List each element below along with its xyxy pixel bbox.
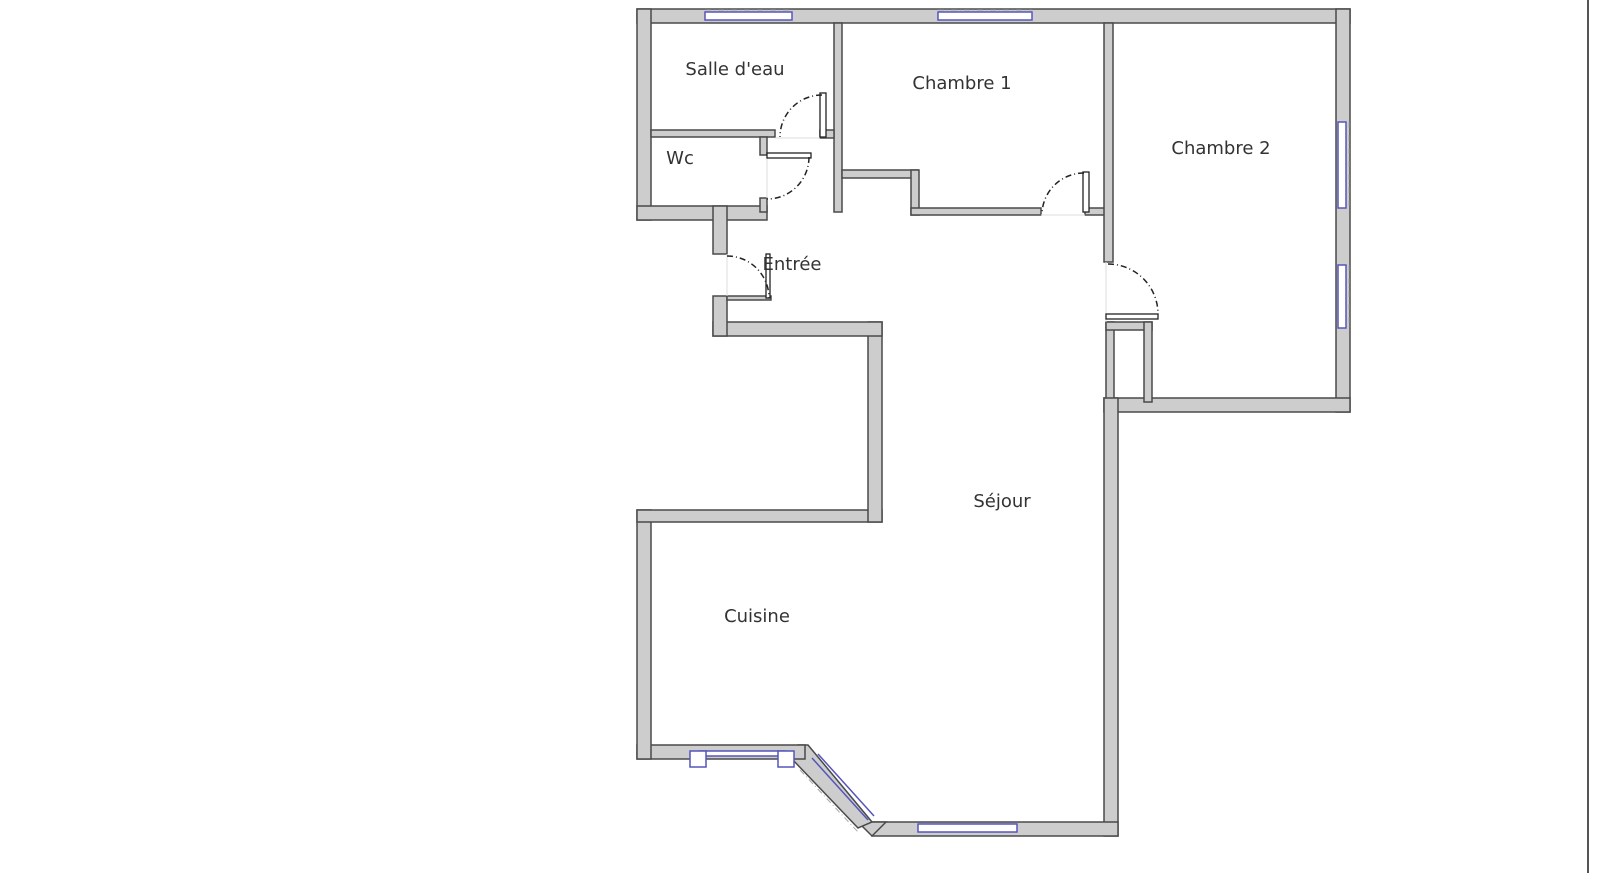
room-label-salle-deau: Salle d'eau: [685, 59, 784, 80]
room-labels: Salle d'eau Wc Chambre 1 Chambre 2 Entré…: [666, 59, 1270, 627]
room-label-wc: Wc: [666, 148, 694, 169]
room-label-entree: Entrée: [763, 254, 822, 275]
walls: [636, 8, 1351, 838]
room-label-sejour: Séjour: [973, 491, 1031, 512]
room-label-cuisine: Cuisine: [724, 606, 790, 627]
doors: [726, 92, 1159, 322]
windows: [689, 9, 1350, 833]
room-label-chambre-1: Chambre 1: [912, 73, 1011, 94]
room-label-chambre-2: Chambre 2: [1171, 138, 1270, 159]
